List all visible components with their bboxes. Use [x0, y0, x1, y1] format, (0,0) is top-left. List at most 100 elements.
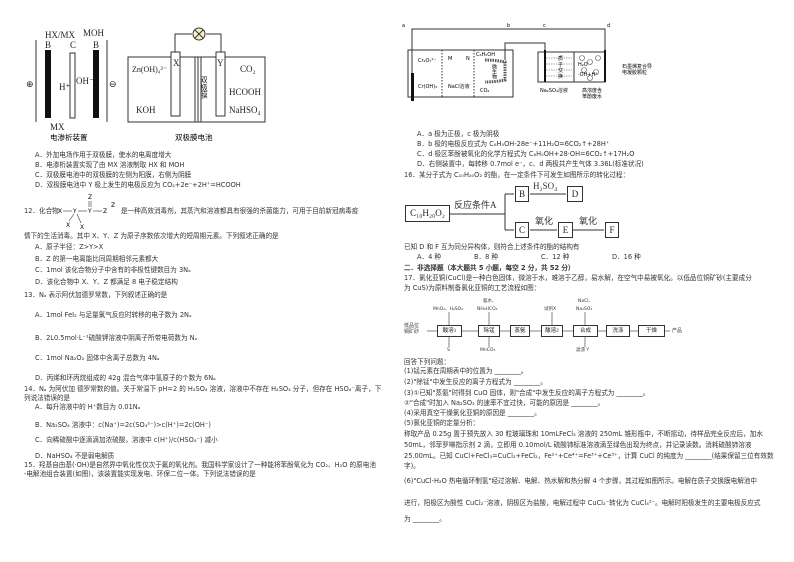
section-heading: 二．非选择题（本大题共 5 小题，每空 2 分，共 52 分） — [404, 264, 575, 272]
phenol-wastewater-label-2: 苯酚废水 — [582, 93, 602, 100]
text-line: (4)采用真空干燥氯化亚铜的原因是 ________。 — [404, 409, 541, 417]
text-line: 回答下列问题： — [404, 358, 451, 366]
chromium-hydroxide-label: Cr(OH)₃ — [418, 84, 437, 90]
koh-label: KOH — [136, 105, 156, 115]
compound-f-box: F — [605, 222, 619, 238]
option-a: A．每升溶液中的 H⁺数目为 0.01Nₐ — [35, 403, 141, 411]
input-label: 氨水、 — [483, 299, 497, 304]
option-c: C．12 种 — [541, 253, 570, 261]
option-a: A．原子半径：Z>Y>X — [35, 243, 104, 251]
co2-label: CO₂ — [480, 88, 489, 94]
nacl-solution-label: NaCl溶液 — [448, 83, 470, 90]
hydroxyl-radical-label: ·OH+H⁺ — [578, 72, 598, 78]
input-label: Na₂SO₃ — [576, 307, 593, 312]
phenol-wastewater-label: 高浓度含 — [582, 87, 602, 94]
compound-structure: X Y Y Z Z Z X X — [58, 194, 115, 231]
electrode-a-label: a — [402, 23, 405, 29]
oh-ion-label: OH⁻ — [76, 76, 94, 86]
option-d: D．右侧装置中，每转移 0.7mol e⁻，c、d 两极共产生气体 3.36L(… — [417, 160, 644, 168]
figure-caption: 电渗析装置 — [50, 132, 88, 142]
text-line: 字)。 — [404, 462, 420, 470]
cathode-sign: ⊖ — [109, 79, 117, 89]
ester-box: C₁₀H₂₀O₂ — [405, 205, 450, 222]
question-15-stem-2: -电解池组合装置(如图)，该装置能实现发电、环保二位一体。下列说法错误的是 — [24, 470, 256, 478]
compound-b-box: B — [515, 186, 529, 202]
option-d: D．16 种 — [612, 253, 641, 261]
membrane-label: 交 — [558, 67, 563, 74]
c-label: C — [70, 40, 76, 50]
text-line: 为 ________。 — [404, 515, 446, 523]
option-b: B．Na₂SO₄ 溶液中：c(Na⁺)=2c(SO₄²⁻)>c(H⁺)=2c(O… — [35, 421, 211, 429]
electrode-x-label: X — [173, 58, 180, 68]
moh-label: MOH — [83, 28, 105, 38]
question-12-stem: 12．化合物 — [24, 207, 59, 215]
phenol-label: C₆H₅OH — [476, 52, 495, 58]
question-17-stem-2: 为 CuS)为原料制备氯化亚铜的工艺流程如图： — [404, 284, 541, 292]
step-manganese-removal: 除锰 — [478, 325, 500, 337]
atom-x: X — [80, 224, 84, 231]
hcooh-label: HCOOH — [229, 87, 262, 97]
electrode-b-label: b — [507, 23, 510, 29]
text-line: 50mL，邻菲罗啉指示剂 2 滴，立即用 0.10mol/L 硫酸铈标准溶液滴至… — [404, 441, 752, 449]
membrane-label: 换 — [558, 73, 563, 80]
option-c: C．1mol 该化合物分子中含有的非极性键数目为 3Nₐ — [35, 266, 191, 274]
step-washing: 洗涤 — [606, 325, 630, 337]
option-c: C．双极膜电池中的双极膜的左侧为阳膜，右侧为阴膜 — [35, 171, 192, 179]
graphene-label: 石墨烯复合导 — [622, 63, 652, 70]
text-line: 称取产品 0.25g 置于预先放入 30 粒玻璃珠和 10mLFeCl₃ 溶液的… — [404, 430, 763, 438]
product-label: 产品 — [672, 328, 683, 334]
input-label: NaCl、 — [578, 299, 594, 304]
text-line: (2)"除锰"中发生反应的离子方程式为 ________。 — [404, 378, 547, 386]
membrane-label: 质 — [558, 55, 563, 62]
conversion-flow-arrows — [450, 193, 604, 231]
step-drying: 干燥 — [638, 325, 665, 337]
question-15-stem: 15．羟基自由基(·OH)是自然界中氧化性仅次于氟的氧化剂。我国科学家设计了一种… — [24, 461, 376, 469]
raw-material-label: 低品位 — [404, 323, 420, 329]
reaction-condition-label: 反应条件A — [454, 200, 497, 210]
step-synthesis: 合成 — [573, 325, 598, 337]
atom-x: X — [66, 222, 70, 229]
mx-label: MX — [50, 122, 65, 132]
option-d: D．该化合物中 X、Y、Z 都满足 8 电子稳定结构 — [35, 278, 178, 286]
option-d: D．NaHSO₄ 不是弱电解质 — [35, 452, 115, 460]
process-flow-arrows — [427, 312, 670, 347]
option-b: B．8 种 — [474, 253, 499, 261]
text-line: (3)①已知"蒸氨"时得到 CuO 固体，则"合成"中发生反应的离子方程式为 _… — [404, 389, 650, 397]
raw-material-label-2: 铜矿砂 — [404, 329, 420, 335]
step-acid-leach-1: 酸溶1 — [437, 325, 462, 337]
fuel-cell-electrolysis-diagram: a b c d Cr₂O₇²⁻ Cr(OH)₃ M N NaCl溶液 C₆H₅O… — [402, 23, 652, 101]
electrode-c-label: c — [543, 23, 546, 29]
atom-z: Z — [111, 202, 115, 209]
text-line: 进行，阳极区为酸性 CuCl₂⁻溶液，阴极区为盐酸，电解过程中 CuCl₂⁻转化… — [404, 499, 761, 507]
zincate-label: Zn(OH)₄²⁻ — [132, 65, 167, 74]
hxmx-label: HX/MX — [45, 30, 76, 40]
option-c: C．d 极区苯酚被氧化的化学方程式为 C₆H₅OH+28·OH=6CO₂↑+17… — [417, 150, 635, 158]
text-line: (6)"CuCl-H₂O 热电循环制氢"经过溶解、电解、热水解和热分解 4 个步… — [404, 477, 757, 485]
atom-y: Y — [87, 208, 92, 215]
text-line: ②"合成"时加入 Na₂SO₃ 的速率不宜过快，可能的原因是 ________。 — [404, 399, 605, 407]
option-a: A．外加电场作用于双极膜，使水的电离度增大 — [35, 151, 172, 159]
atom-z: Z — [103, 208, 107, 215]
question-14-stem: 14．Nₐ 为阿伏加 德罗常数的值。关于常温下 pH=2 的 H₂SO₄ 溶液，… — [24, 385, 382, 393]
compound-d-box: D — [567, 186, 583, 202]
water-label: H₂O — [578, 62, 588, 68]
option-b: B．Z 的第一电离能比同周期相邻元素都大 — [35, 255, 159, 263]
microbe-label: 微生物 — [491, 63, 497, 80]
option-a: A．1mol FeI₂ 与足量氯气反应时转移的电子数为 2Nₐ — [35, 311, 192, 319]
oxidation-label: 氧化 — [579, 217, 598, 227]
bipolar-membrane-label: 双极膜 — [199, 76, 208, 100]
anode-sign: ⊕ — [26, 79, 34, 89]
electrode-y-label: Y — [217, 58, 224, 68]
graphene-label-2: 电凝胶颗粒 — [622, 69, 647, 76]
atom-y: Y — [72, 208, 77, 215]
sulfuric-acid-label: H₂SO₄ — [533, 181, 558, 191]
membrane-label: 子 — [558, 61, 563, 68]
output-label: 滤渣 Y — [576, 348, 590, 353]
option-d: D．丙烯和环丙烷组成的 42g 混合气体中氢原子的个数为 6Nₐ — [35, 374, 216, 382]
sodium-sulfate-label: Na₂SO₄溶液 — [540, 87, 568, 94]
question-14-stem-2: 列说法错误的是 — [24, 394, 71, 402]
b-label: B — [45, 40, 51, 50]
question-16-stem: 16．某分子式为 C₁₀H₂₀O₂ 的酯，在一定条件下可发生如图所示的转化过程： — [404, 171, 630, 179]
nahso4-label: NaHSO₄ — [229, 105, 261, 115]
option-b: B．电渗析装置实现了由 MX 溶液制取 HX 和 MOH — [35, 161, 185, 169]
